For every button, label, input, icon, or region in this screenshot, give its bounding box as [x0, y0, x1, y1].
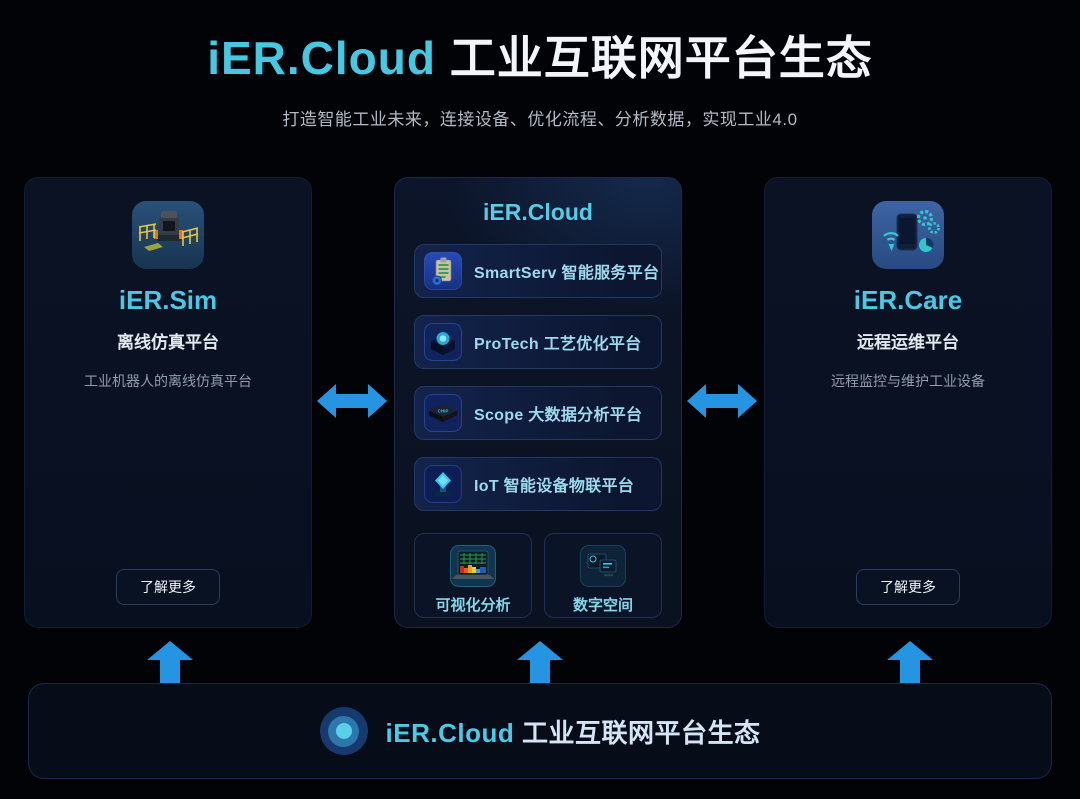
clipboard-icon	[424, 252, 462, 290]
platform-item-label: IoT 智能设备物联平台	[474, 478, 635, 495]
header: iER.Cloud 工业互联网平台生态 打造智能工业未来，连接设备、优化流程、分…	[0, 0, 1080, 130]
tile-label: 数字空间	[572, 597, 633, 614]
card-care-title: iER.Care	[853, 285, 963, 315]
footer-bar: iER.Cloud 工业互联网平台生态	[28, 683, 1052, 779]
tile-digital-space[interactable]: 数字空间	[544, 533, 662, 618]
platform-item-label: SmartServ 智能服务平台	[474, 265, 660, 282]
card-ier-cloud: iER.Cloud SmartServ 智能服务平台	[394, 177, 682, 628]
footer-title-rest: 工业互联网平台生态	[514, 717, 761, 748]
platform-item-label: ProTech 工艺优化平台	[474, 336, 642, 353]
up-arrow-icon	[517, 641, 563, 683]
heatmap-chart-icon	[450, 545, 496, 587]
tile-visual-analysis[interactable]: 可视化分析	[414, 533, 532, 618]
svg-text:CHIP: CHIP	[438, 409, 449, 414]
card-sim-title: iER.Sim	[118, 285, 218, 315]
platform-item-smartserv[interactable]: SmartServ 智能服务平台	[414, 244, 662, 298]
page-title-brand: iER.Cloud	[207, 32, 436, 84]
tile-row: 可视化分析 数字空间	[414, 533, 662, 618]
digital-space-icon	[580, 545, 626, 587]
chip-icon: CHIP	[424, 394, 462, 432]
footer-title-brand: iER.Cloud	[385, 717, 515, 748]
iot-crystal-icon	[424, 465, 462, 503]
platform-list: SmartServ 智能服务平台 ProTech 工艺优化平台	[414, 244, 662, 511]
up-arrow-icon	[887, 641, 933, 683]
platform-item-label: Scope 大数据分析平台	[474, 407, 643, 424]
double-arrow-icon	[687, 384, 757, 418]
tile-label: 可视化分析	[435, 597, 511, 614]
footer-title: iER.Cloud 工业互联网平台生态	[386, 713, 761, 750]
card-cloud-title: iER.Cloud	[483, 199, 593, 225]
card-ier-care: iER.Care 远程运维平台 远程监控与维护工业设备 了解更多	[764, 177, 1052, 628]
page-subtitle: 打造智能工业未来，连接设备、优化流程、分析数据，实现工业4.0	[282, 110, 798, 129]
platform-item-scope[interactable]: CHIP Scope 大数据分析平台	[414, 386, 662, 440]
card-ier-sim: iER.Sim 离线仿真平台 工业机器人的离线仿真平台 了解更多	[24, 177, 312, 628]
concentric-rings-logo	[319, 707, 368, 755]
page-title: iER.Cloud 工业互联网平台生态	[0, 22, 1080, 88]
up-arrow-icon	[147, 641, 193, 683]
phone-maintenance-icon	[872, 201, 944, 269]
card-care-description: 远程监控与维护工业设备	[831, 373, 985, 389]
card-sim-subtitle: 离线仿真平台	[117, 333, 219, 352]
platform-item-protech[interactable]: ProTech 工艺优化平台	[414, 315, 662, 369]
robot-cell-icon	[132, 201, 204, 269]
card-care-subtitle: 远程运维平台	[857, 333, 959, 352]
learn-more-button-sim[interactable]: 了解更多	[116, 569, 220, 605]
page-title-rest: 工业互联网平台生态	[435, 32, 873, 84]
double-arrow-icon	[317, 384, 387, 418]
learn-more-button-care[interactable]: 了解更多	[856, 569, 960, 605]
platform-item-iot[interactable]: IoT 智能设备物联平台	[414, 457, 662, 511]
card-sim-description: 工业机器人的离线仿真平台	[84, 373, 252, 389]
process-glow-icon	[424, 323, 462, 361]
